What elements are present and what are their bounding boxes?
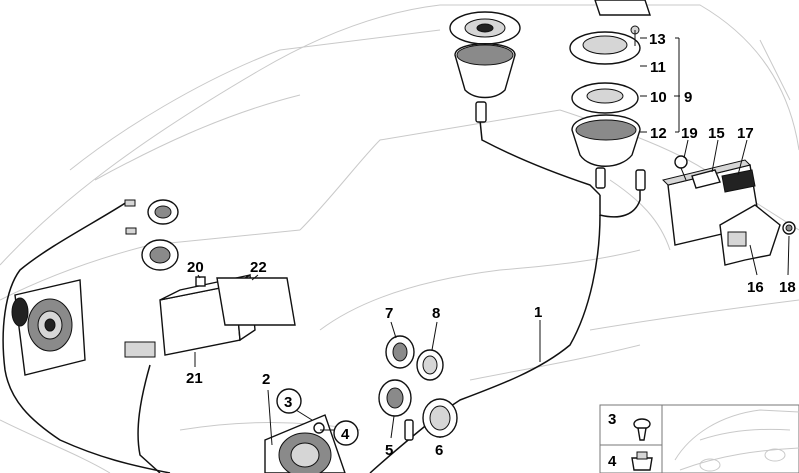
inset-label-3: 3	[608, 411, 616, 428]
connector	[124, 341, 156, 358]
callout-1: 1	[534, 304, 542, 321]
callout-18: 18	[779, 279, 796, 296]
leader-lines	[194, 37, 790, 446]
callout-4: 4	[341, 426, 350, 443]
callout-5: 5	[385, 442, 393, 459]
callout-17: 17	[737, 125, 754, 142]
callout-7: 7	[385, 305, 393, 322]
screw-icon	[633, 418, 651, 441]
bracket	[719, 204, 796, 266]
door-speaker	[264, 414, 346, 473]
callout-13: 13	[649, 31, 666, 48]
subwoofer	[11, 279, 86, 376]
callout-16: 16	[747, 279, 764, 296]
callouts: 13 11 10 9 12 19 15 17 16 18 1 7 8 5 6 2…	[186, 31, 796, 459]
inset-label-4: 4	[608, 453, 617, 470]
right-speaker-stack	[569, 0, 651, 191]
circled-callouts: 3 4	[276, 388, 359, 446]
callout-19: 19	[681, 125, 698, 142]
clip-nut-icon	[631, 451, 653, 471]
callout-12: 12	[650, 125, 667, 142]
callout-22: 22	[250, 259, 267, 276]
car-body-outline	[0, 4, 799, 473]
center-speakers	[378, 335, 458, 441]
pin	[195, 276, 206, 287]
callout-9: 9	[684, 89, 692, 106]
callout-3: 3	[284, 394, 292, 411]
callout-10: 10	[650, 89, 667, 106]
rear-deck-speakers	[124, 199, 179, 271]
callout-6: 6	[435, 442, 443, 459]
callout-15: 15	[708, 125, 725, 142]
fastener-inset: 3 4	[599, 404, 799, 473]
card	[216, 277, 296, 326]
callout-8: 8	[432, 305, 440, 322]
car-location-thumbnail	[674, 409, 799, 472]
upper-speaker-assembly	[449, 11, 521, 123]
callout-2: 2	[262, 371, 270, 388]
callout-21: 21	[186, 370, 203, 387]
callout-20: 20	[187, 259, 204, 276]
callout-11: 11	[650, 59, 666, 76]
